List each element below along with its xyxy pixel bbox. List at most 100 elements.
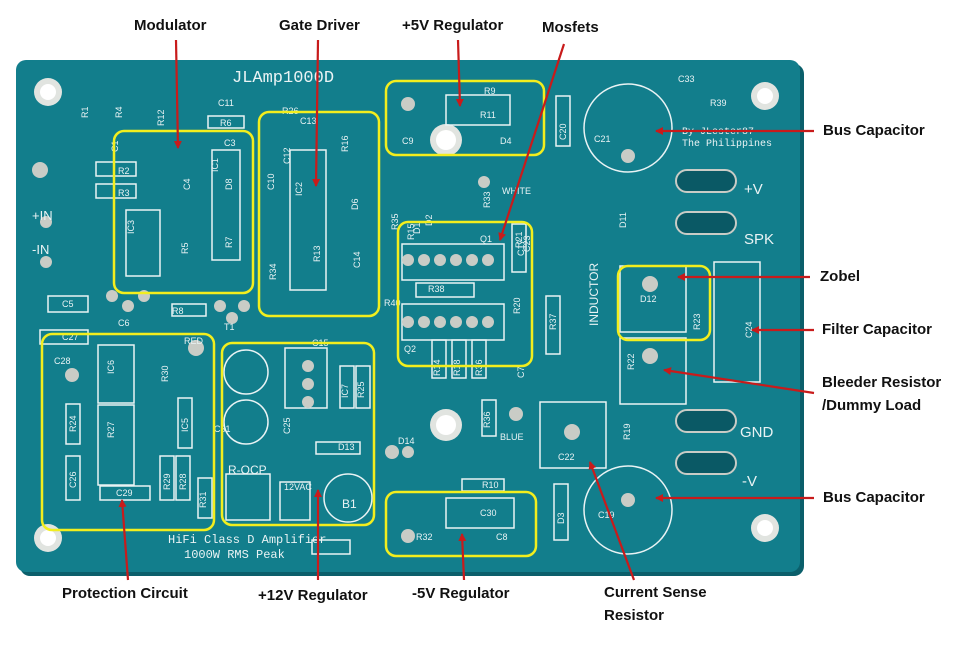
silk-label: R38 [428,284,445,294]
silk-label: C13 [300,116,317,126]
silk-label: R29 [162,473,172,490]
silk-label: R31 [198,491,208,508]
silk-label: C33 [678,74,695,84]
silk-label: R3 [118,188,130,198]
pos-in-label: +IN [32,208,53,223]
silk-label: R14 [432,359,442,376]
silk-label: R2 [118,166,130,176]
silk-label: R24 [68,415,78,432]
board-lettering: JLAmp1000D HiFi Class D Amplifier 1000W … [168,69,772,562]
silk-label: C27 [62,332,79,342]
silk-label: R36 [482,411,492,428]
label-filter-capacitor: Filter Capacitor [822,321,933,338]
silk-label: C10 [266,173,276,190]
silk-label: C22 [558,452,575,462]
silk-label: R40 [384,298,401,308]
silk-label: R35 [390,213,400,230]
r-ocp-label: R-OCP [228,463,267,477]
silk-label: IC6 [106,360,116,374]
silk-label: C3 [224,138,236,148]
silk-label: C7 [516,366,526,378]
silk-label: D6 [350,198,360,210]
arrow-protection [118,499,130,581]
silk-label: R39 [710,98,727,108]
arrow-gate-driver [312,39,321,187]
zobel-highlight [616,264,712,342]
silk-label: D11 [618,212,628,228]
silk-label: C14 [352,251,362,268]
gnd-label: GND [740,424,774,441]
silk-label: IC5 [180,418,190,432]
pos12-regulator-highlight [220,341,376,527]
board-subtitle-1: HiFi Class D Amplifier [168,533,326,547]
silk-label: R10 [482,480,499,490]
silk-label: C30 [480,508,497,518]
silk-label: C6 [118,318,130,328]
silk-label: R19 [622,423,632,440]
neg-in-label: -IN [32,242,49,257]
silk-label: R22 [626,353,636,370]
label-neg5-regulator: -5V Regulator [412,585,510,602]
silk-label: C17 [516,239,526,256]
arrow-pos5-regulator [455,39,464,107]
silk-label: C23 [522,235,532,252]
silk-label: R16 [340,135,350,152]
silk-label: R1 [80,106,90,118]
label-mosfets: Mosfets [542,19,599,36]
silk-label: IC1 [210,158,220,172]
silk-label: D14 [398,436,415,446]
silk-label: R7 [224,236,234,248]
silk-label: C11 [218,98,234,108]
highlight-boxes [40,79,712,558]
silk-label: C9 [402,136,414,146]
modulator-highlight [112,129,255,295]
silk-label: D2 [424,214,434,226]
silk-label: R27 [106,421,116,438]
silk-label: Q2 [404,344,416,354]
silk-label: R20 [512,297,522,314]
silk-label: D12 [640,294,657,304]
b1-label: B1 [342,497,357,511]
silkscreen-outlines [39,83,761,555]
arrow-bleeder [663,367,815,395]
silk-label: C5 [62,299,74,309]
silk-label: R32 [416,532,433,542]
silk-label: C8 [496,532,508,542]
silk-label: R21 [514,231,524,248]
silk-label: IC3 [126,220,136,234]
red-label: RED [184,336,204,346]
label-gate-driver: Gate Driver [279,17,360,34]
silk-label: C24 [744,321,754,338]
silk-label: R5 [180,242,190,254]
terminal-pads [675,169,737,475]
arrow-neg5-regulator [458,533,467,581]
silk-label: R12 [156,109,166,126]
silk-label: R25 [356,381,366,398]
arrow-mosfets [498,43,566,241]
spk-label: SPK [744,231,774,248]
silk-label: R11 [480,110,496,120]
silk-label: D13 [338,442,355,452]
silk-label: R23 [692,313,702,330]
board-credit-1: By JLester87 [682,127,754,138]
silk-label: R18 [452,359,462,376]
silk-label: IC7 [340,384,350,398]
protection-highlight [40,332,216,532]
board-title: JLAmp1000D [232,69,334,88]
silk-label: R8 [172,306,184,316]
silk-label: Q1 [480,234,492,244]
label-modulator: Modulator [134,17,207,34]
mosfets-highlight [396,220,534,368]
mounting-holes [34,78,779,552]
silk-label: C19 [598,510,615,520]
silk-label: T1 [224,322,235,332]
silk-label: R15 [406,223,416,240]
silk-label: C4 [182,178,192,190]
silk-label: C12 [282,147,292,164]
silk-label: R4 [114,106,124,118]
pos5-regulator-highlight [384,79,546,157]
neg-v-label: -V [742,473,757,490]
ac12-label: 12VAC [284,482,312,492]
silk-label: R36 [474,359,484,376]
